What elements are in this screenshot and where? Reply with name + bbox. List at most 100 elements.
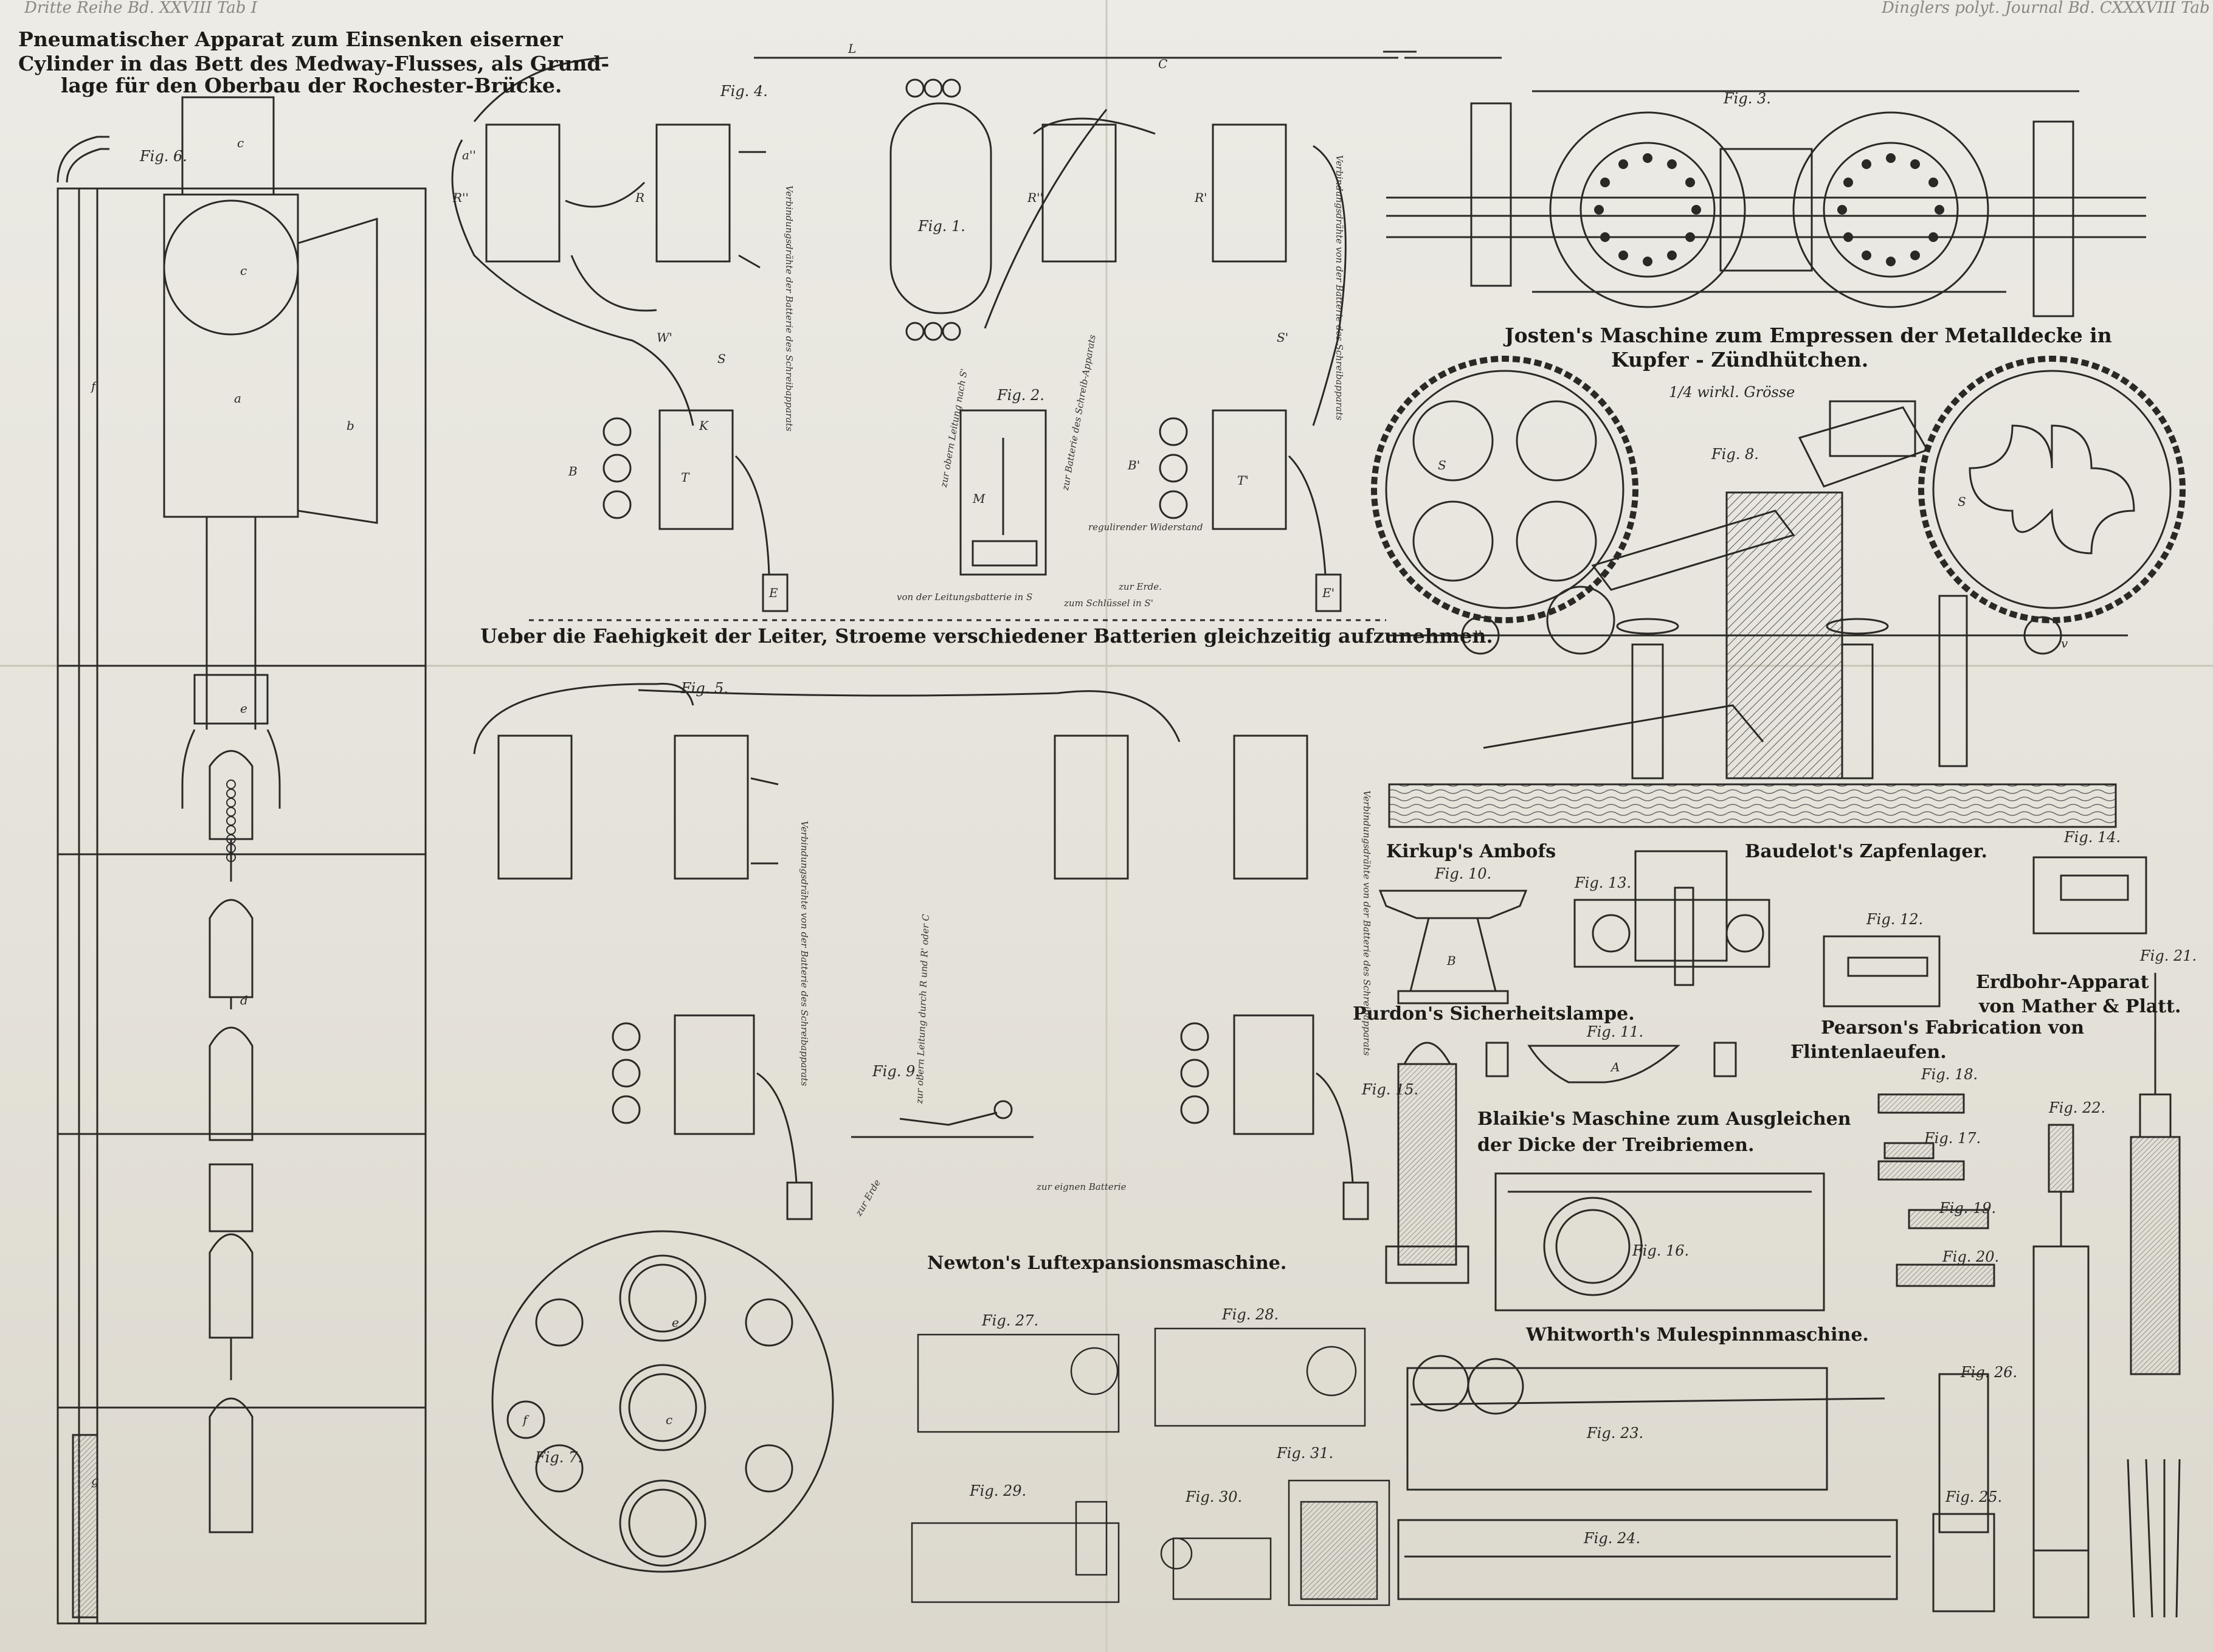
kirkup-title: Kirkup's Ambofs bbox=[1386, 841, 1556, 862]
fig7-disk bbox=[491, 1230, 834, 1573]
fig2-relay-box bbox=[959, 409, 1047, 576]
letter-T: T bbox=[681, 470, 689, 485]
note-to-key: zum Schlüssel in S' bbox=[1064, 598, 1153, 609]
blaikie-title-line2: der Dicke der Treibriemen. bbox=[1477, 1135, 1755, 1156]
fig4-label: Fig. 4. bbox=[720, 83, 768, 100]
letter-C: C bbox=[1158, 57, 1168, 71]
letter-c-fig7: c bbox=[666, 1412, 673, 1427]
fig20-label: Fig. 20. bbox=[1942, 1248, 2000, 1265]
letter-f-fig7: f bbox=[523, 1412, 528, 1427]
fig18-label: Fig. 18. bbox=[1921, 1066, 1978, 1083]
letter-M: M bbox=[973, 491, 986, 506]
fig5-label: Fig. 5. bbox=[681, 680, 728, 697]
whitworth-title: Whitworth's Mulespinnmaschine. bbox=[1526, 1324, 1869, 1346]
letter-B: B bbox=[568, 464, 578, 479]
fig23-label: Fig. 23. bbox=[1587, 1425, 1644, 1442]
fig15-label: Fig. 15. bbox=[1362, 1081, 1419, 1098]
letter-g-fig6: g bbox=[91, 1473, 99, 1488]
baudelot-bearing bbox=[1573, 850, 1770, 986]
fig1-label: Fig. 1. bbox=[918, 218, 965, 235]
note-battery-wires-fig5-left: Verbindungsdrähte von der Batterie des S… bbox=[799, 821, 810, 1087]
fig22-label: Fig. 22. bbox=[2049, 1099, 2106, 1116]
josten-machine-fig3 bbox=[1383, 50, 2146, 317]
letter-b-fig6: b bbox=[347, 418, 354, 433]
note-battery-wires-fig4-right: Verbindungsdrähte von der Batterie des S… bbox=[1334, 155, 1345, 421]
fig24-label: Fig. 24. bbox=[1584, 1530, 1641, 1547]
josten-dots bbox=[1594, 153, 1944, 266]
note-battery-wires-fig5-right: Verbindungsdrähte von der Batterie des S… bbox=[1361, 790, 1372, 1056]
fig27-label: Fig. 27. bbox=[982, 1312, 1039, 1329]
letter-R2: R'' bbox=[453, 190, 469, 205]
letter-v-fig8b: v bbox=[2061, 636, 2068, 651]
telegraph-circuit-fig5 bbox=[473, 682, 1369, 1220]
fig25-label: Fig. 25. bbox=[1945, 1488, 2003, 1505]
letter-Bp: B' bbox=[1128, 458, 1141, 472]
pearson-title-line2: Flintenlaeufen. bbox=[1790, 1042, 1947, 1063]
fig29-label: Fig. 29. bbox=[970, 1482, 1027, 1499]
fig8-label: Fig. 8. bbox=[1711, 446, 1759, 463]
letter-d-fig6: d bbox=[240, 993, 248, 1007]
conductors-title: Ueber die Faehigkeit der Leiter, Stroeme… bbox=[480, 624, 1493, 648]
chain-links bbox=[226, 779, 236, 862]
josten-title-line2: Kupfer - Zündhütchen. bbox=[1611, 348, 1869, 372]
note-to-own-battery: zur eignen Batterie bbox=[1037, 1181, 1127, 1192]
pearson-small-parts bbox=[1823, 856, 2147, 1007]
letter-S-fig8b: S bbox=[1958, 494, 1966, 509]
kirkup-anvil bbox=[1378, 890, 1528, 1004]
telegraph-circuit-fig4 bbox=[451, 57, 1398, 621]
letter-Sp: S' bbox=[1277, 330, 1289, 345]
newton-title: Newton's Luftexpansionsmaschine. bbox=[927, 1253, 1287, 1274]
letter-a-fig6: a bbox=[234, 391, 241, 406]
letter-Tp: T' bbox=[1237, 473, 1249, 488]
pneumatic-caisson-drawing bbox=[57, 96, 427, 1625]
fig11-label: Fig. 11. bbox=[1587, 1023, 1644, 1040]
fig11-anvil-parts bbox=[1485, 1042, 1737, 1083]
letter-S-fig8: S bbox=[1438, 458, 1446, 472]
fig6-label: Fig. 6. bbox=[140, 148, 187, 165]
note-to-earth: zur Erde. bbox=[1119, 581, 1162, 592]
letter-c-top: c bbox=[237, 136, 244, 150]
baudelot-title: Baudelot's Zapfenlager. bbox=[1745, 841, 1987, 862]
fig7-label: Fig. 7. bbox=[535, 1449, 582, 1466]
note-from-line-battery: von der Leitungsbatterie in S bbox=[897, 592, 1033, 603]
blaikie-title-line1: Blaikie's Maschine zum Ausgleichen bbox=[1477, 1108, 1851, 1130]
letter-v-fig8: v bbox=[1474, 625, 1482, 640]
pearson-barrels bbox=[1877, 1093, 1995, 1287]
fig16-label: Fig. 16. bbox=[1632, 1242, 1690, 1259]
note-battery-wires-fig4-left: Verbindungsdrähte der Batterie des Schre… bbox=[784, 185, 795, 432]
letter-Rp: R' bbox=[1195, 190, 1207, 205]
josten-title-line1: Josten's Maschine zum Empressen der Meta… bbox=[1505, 323, 2112, 347]
purdon-safety-lamp bbox=[1385, 1042, 1469, 1284]
pneumatic-title-line3: lage für den Oberbau der Rochester-Brück… bbox=[61, 74, 562, 97]
letter-e-fig7: e bbox=[672, 1315, 679, 1330]
erdbohr-apparatus bbox=[1932, 973, 2181, 1619]
pneumatic-title-line1: Pneumatischer Apparat zum Einsenken eise… bbox=[18, 27, 563, 51]
fig28-label: Fig. 28. bbox=[1222, 1306, 1279, 1323]
fig2-label: Fig. 2. bbox=[997, 387, 1044, 404]
fig13-label: Fig. 13. bbox=[1575, 874, 1632, 891]
pneumatic-title-line2: Cylinder in das Bett des Medway-Flusses,… bbox=[18, 52, 610, 75]
plate-header-right: Dinglers polyt. Journal Bd. CXXXVIII Tab… bbox=[1882, 0, 2213, 17]
letter-e-fig6: e bbox=[240, 701, 247, 716]
letter-a2: a'' bbox=[462, 148, 476, 162]
whitworth-mule bbox=[1397, 1355, 1898, 1600]
fig21-label: Fig. 21. bbox=[2140, 947, 2197, 964]
plate-header-left: Dritte Reihe Bd. XXVIII Tab I bbox=[24, 0, 257, 17]
purdon-title: Purdon's Sicherheitslampe. bbox=[1353, 1003, 1635, 1025]
josten-machine-fig8 bbox=[1371, 356, 2186, 828]
fig10-label: Fig. 10. bbox=[1435, 865, 1492, 882]
letter-R: R bbox=[635, 190, 645, 205]
letter-A-anvil: A bbox=[1611, 1060, 1620, 1074]
letter-B-anvil: B bbox=[1447, 953, 1456, 968]
pearson-title-line1: Pearson's Fabrication von bbox=[1821, 1017, 2085, 1039]
letter-S: S bbox=[717, 351, 726, 366]
letter-f-fig6: f bbox=[91, 379, 96, 393]
letter-Wp: W' bbox=[657, 330, 673, 345]
letter-Ep: E' bbox=[1322, 586, 1335, 600]
fig26-label: Fig. 26. bbox=[1961, 1364, 2018, 1381]
fig3-label: Fig. 3. bbox=[1724, 90, 1771, 107]
newton-figures bbox=[911, 1327, 1390, 1606]
fig14-label: Fig. 14. bbox=[2064, 829, 2121, 846]
